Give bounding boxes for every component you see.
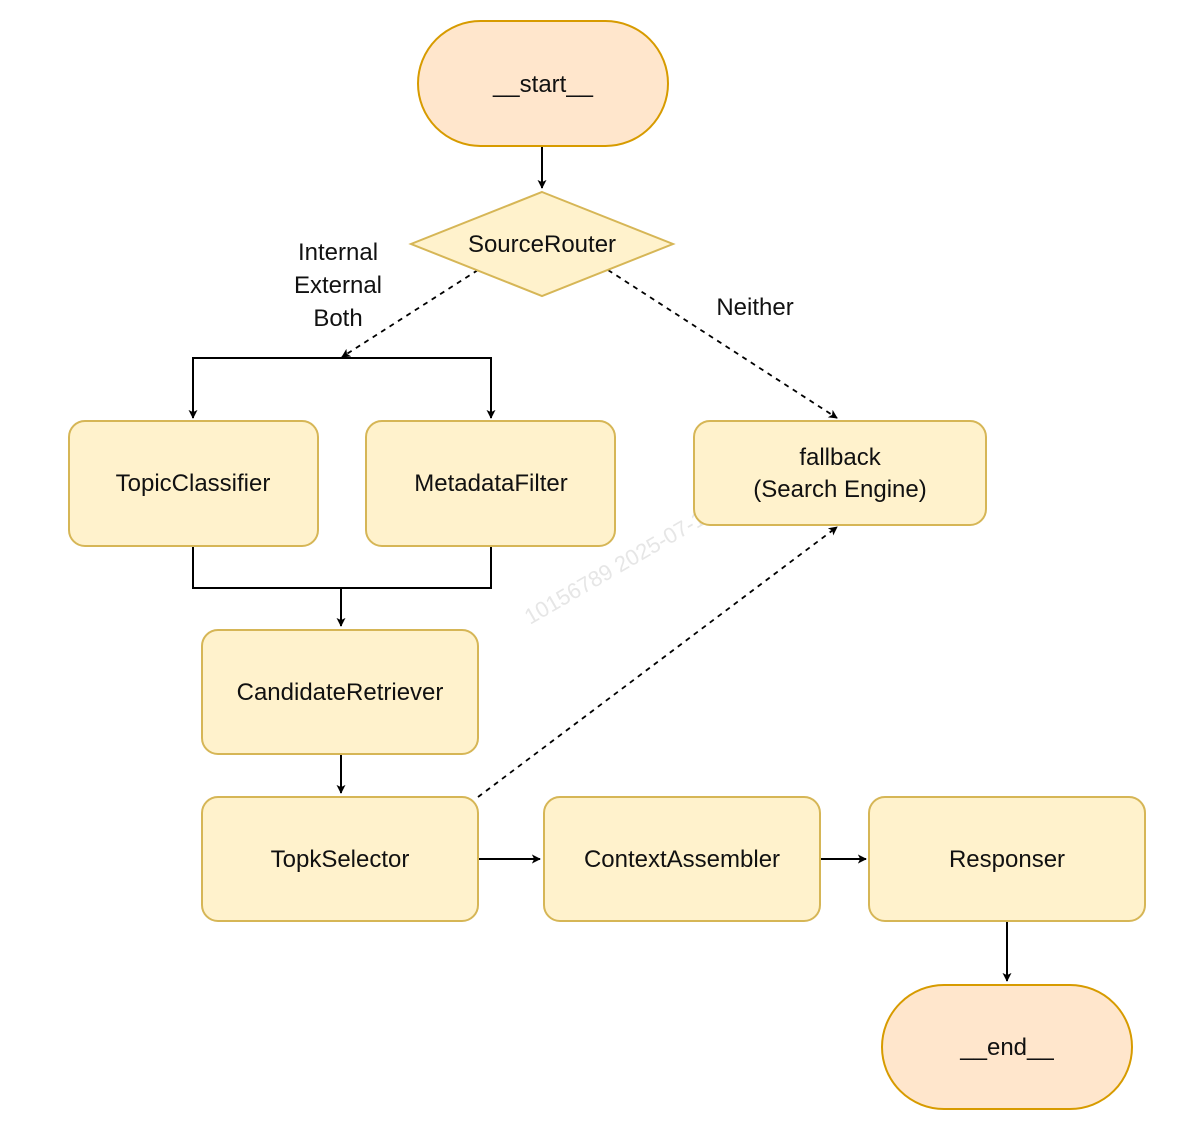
edge-label-internal: Internal [298,239,378,266]
node-responser-label: Responser [949,846,1065,873]
edge-label-neither: Neither [716,294,793,321]
edge-router-fallback [607,269,838,419]
node-context-assembler-label: ContextAssembler [584,846,780,873]
node-fallback: fallback (Search Engine) [693,420,987,526]
node-candidate-retriever: CandidateRetriever [201,629,479,755]
edge-metadatafilter-join [341,546,492,589]
node-topk-selector: TopkSelector [201,796,479,922]
edge-topicclassifier-join [192,546,341,589]
edge-split-topicclassifier [188,357,342,419]
node-fallback-label-line1: fallback [799,444,881,471]
edge-label-both: Both [313,305,362,332]
node-topk-selector-label: TopkSelector [271,846,410,873]
node-fallback-label-line2: (Search Engine) [753,476,926,503]
node-start-label: __start__ [492,71,594,98]
node-candidate-retriever-label: CandidateRetriever [237,679,444,706]
node-responser: Responser [868,796,1146,922]
edge-split-metadatafilter [342,357,496,419]
node-source-router-label: SourceRouter [468,231,616,258]
node-topic-classifier: TopicClassifier [68,420,319,547]
edge-router-split [341,269,479,358]
node-end-label: __end__ [959,1034,1054,1061]
edge-topkselector-fallback [477,526,838,798]
node-topic-classifier-label: TopicClassifier [116,470,271,497]
node-metadata-filter: MetadataFilter [365,420,616,547]
node-metadata-filter-label: MetadataFilter [414,470,567,497]
node-start: __start__ [417,20,669,147]
node-source-router: SourceRouter [408,190,676,298]
node-end: __end__ [881,984,1133,1110]
node-context-assembler: ContextAssembler [543,796,821,922]
edge-label-external: External [294,272,382,299]
